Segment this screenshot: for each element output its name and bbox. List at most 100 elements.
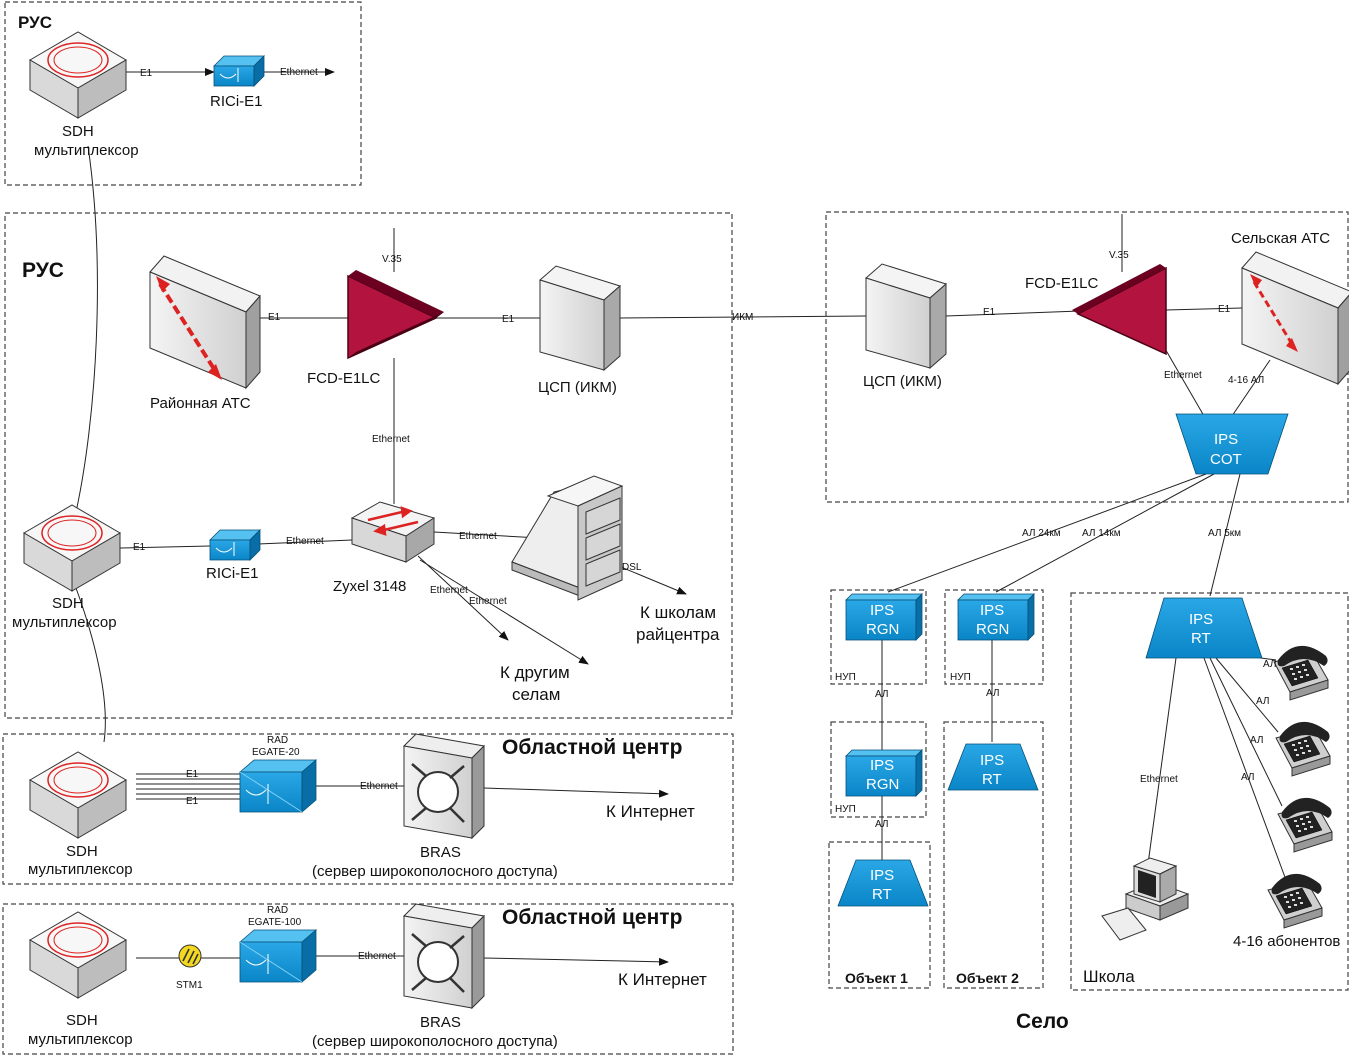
oblast1-sdh-label-1: SDH bbox=[66, 843, 98, 860]
rus-ethernet-vertical-label: Ethernet bbox=[372, 434, 410, 445]
sdh-multiplexer-rus bbox=[23, 504, 121, 592]
atc-arrow bbox=[158, 282, 218, 374]
rural-atc bbox=[1241, 251, 1349, 385]
fcd-rus-label: FCD-E1LC bbox=[307, 370, 381, 387]
school-al-3: АЛ bbox=[1250, 735, 1263, 746]
sdh-multiplexer-top bbox=[29, 31, 127, 119]
oblast1-sdh-label-2: мультиплексор bbox=[28, 861, 133, 878]
ikm-link-label: ИКМ bbox=[732, 312, 753, 323]
oblast1-e1-a: E1 bbox=[186, 769, 199, 780]
village-e1-b-label: E1 bbox=[1218, 304, 1231, 315]
fcd-e1lc-rus bbox=[347, 270, 444, 360]
village-title: Село bbox=[1016, 1010, 1069, 1033]
obj1-rgn1-label-2: RGN bbox=[866, 621, 899, 638]
v35-rus-label: V.35 bbox=[382, 254, 402, 265]
oblast2-rad-2: EGATE-100 bbox=[248, 917, 302, 928]
oblast1-rad-1: RAD bbox=[267, 735, 288, 746]
telephone-2 bbox=[1275, 721, 1331, 777]
object1-group bbox=[828, 841, 931, 989]
top-rus-title: РУС bbox=[18, 13, 52, 32]
top-sdh-label-1: SDH bbox=[62, 123, 94, 140]
zyxel-label: Zyxel 3148 bbox=[333, 578, 406, 595]
oblast2-title: Областной центр bbox=[502, 906, 682, 929]
fcd-village-label: FCD-E1LC bbox=[1025, 275, 1099, 292]
school-ethernet-label: Ethernet bbox=[1140, 774, 1178, 785]
rus-sdh-label-2: мультиплексор bbox=[12, 614, 117, 631]
rad-egate-100 bbox=[239, 929, 317, 983]
school-rt-label-1: IPS bbox=[1189, 611, 1213, 628]
eth-out-2-label: Ethernet bbox=[469, 596, 507, 607]
oblast-center-2-group bbox=[2, 903, 734, 1055]
oblast2-stm1: STM1 bbox=[176, 980, 203, 991]
sdh-multiplexer-oblast-2 bbox=[29, 911, 127, 999]
zyxel-3148-switch bbox=[350, 501, 436, 563]
top-rici-label: RICi-E1 bbox=[210, 93, 263, 110]
csp-village-label: ЦСП (ИКМ) bbox=[863, 373, 942, 390]
school-title: Школа bbox=[1083, 967, 1135, 986]
ips-rt-school bbox=[1145, 597, 1263, 659]
ips-cot bbox=[1175, 413, 1289, 475]
oblast1-ethernet: Ethernet bbox=[360, 781, 398, 792]
obj1-al1-label: АЛ bbox=[875, 689, 888, 700]
oblast-center-1-group bbox=[2, 733, 734, 885]
v35-village-label: V.35 bbox=[1109, 250, 1129, 261]
al14-label: АЛ 14км bbox=[1082, 528, 1121, 539]
oblast1-rad-2: EGATE-20 bbox=[252, 747, 300, 758]
object1-title: Объект 1 bbox=[845, 970, 908, 986]
district-atc bbox=[149, 255, 261, 389]
obj2-rt-label-2: RT bbox=[982, 771, 1002, 788]
bras-oblast-1 bbox=[402, 732, 486, 840]
object2-title: Объект 2 bbox=[956, 970, 1019, 986]
school-group bbox=[1070, 592, 1349, 991]
eth-out-1-label: Ethernet bbox=[430, 585, 468, 596]
obj2-rgn-label-2: RGN bbox=[976, 621, 1009, 638]
oblast1-internet-label: К Интернет bbox=[606, 802, 695, 821]
rus-rici-label: RICi-E1 bbox=[206, 565, 259, 582]
school-al-1: АЛ bbox=[1263, 659, 1276, 670]
fcd-e1lc-village bbox=[1072, 264, 1167, 356]
dsl-label: DSL bbox=[622, 562, 642, 573]
rici-e1-top bbox=[213, 55, 265, 87]
oblast2-ethernet: Ethernet bbox=[358, 951, 396, 962]
rural-atc-arrow bbox=[1252, 281, 1294, 345]
district-atc-label: Районная АТС bbox=[150, 395, 251, 412]
rad-egate-20 bbox=[239, 759, 317, 813]
obj2-al-label: АЛ bbox=[986, 688, 999, 699]
rus-e1-b-label: E1 bbox=[502, 314, 515, 325]
school-rt-label-2: RT bbox=[1191, 630, 1211, 647]
oblast2-rad-1: RAD bbox=[267, 905, 288, 916]
school-al-2: АЛ bbox=[1256, 696, 1269, 707]
schools-label-2: райцентра bbox=[636, 625, 720, 644]
telephone-3 bbox=[1277, 797, 1333, 853]
oblast1-bras-desc: (сервер широкополосного доступа) bbox=[312, 863, 558, 880]
nup-box-obj2 bbox=[944, 589, 1044, 685]
oblast1-title: Областной центр bbox=[502, 736, 682, 759]
ips-cot-label-1: IPS bbox=[1214, 431, 1238, 448]
obj1-nup2-label: НУП bbox=[835, 804, 856, 815]
eth-rici-zyxel-label: Ethernet bbox=[286, 536, 324, 547]
object2-group bbox=[943, 721, 1044, 989]
bras-oblast-2 bbox=[402, 902, 486, 1010]
telephone-1 bbox=[1273, 645, 1329, 701]
top-ethernet-label: Ethernet bbox=[280, 67, 318, 78]
school-al-4: АЛ bbox=[1241, 772, 1254, 783]
rus-e1-a-label: E1 bbox=[268, 312, 281, 323]
stm1-connector bbox=[178, 944, 202, 968]
rural-atc-label: Сельская АТС bbox=[1231, 230, 1330, 247]
oblast1-e1-b: E1 bbox=[186, 796, 199, 807]
oblast2-sdh-label-2: мультиплексор bbox=[28, 1031, 133, 1048]
rus-title: РУС bbox=[22, 259, 64, 282]
villages-label-1: К другим bbox=[500, 663, 570, 682]
eth-zyxel-dslam-label: Ethernet bbox=[459, 531, 497, 542]
obj1-rgn2-label-1: IPS bbox=[870, 757, 894, 774]
obj2-nup-label: НУП bbox=[950, 672, 971, 683]
village-ethernet-label: Ethernet bbox=[1164, 370, 1202, 381]
al24-label: АЛ 24км bbox=[1022, 528, 1061, 539]
nup-box-obj1-b bbox=[830, 721, 927, 818]
subscribers-label: 4-16 абонентов bbox=[1233, 933, 1340, 950]
top-sdh-label-2: мультиплексор bbox=[34, 142, 139, 159]
dslam-rack bbox=[511, 475, 624, 601]
rus-sdh-label-1: SDH bbox=[52, 595, 84, 612]
school-computer bbox=[1101, 857, 1190, 941]
